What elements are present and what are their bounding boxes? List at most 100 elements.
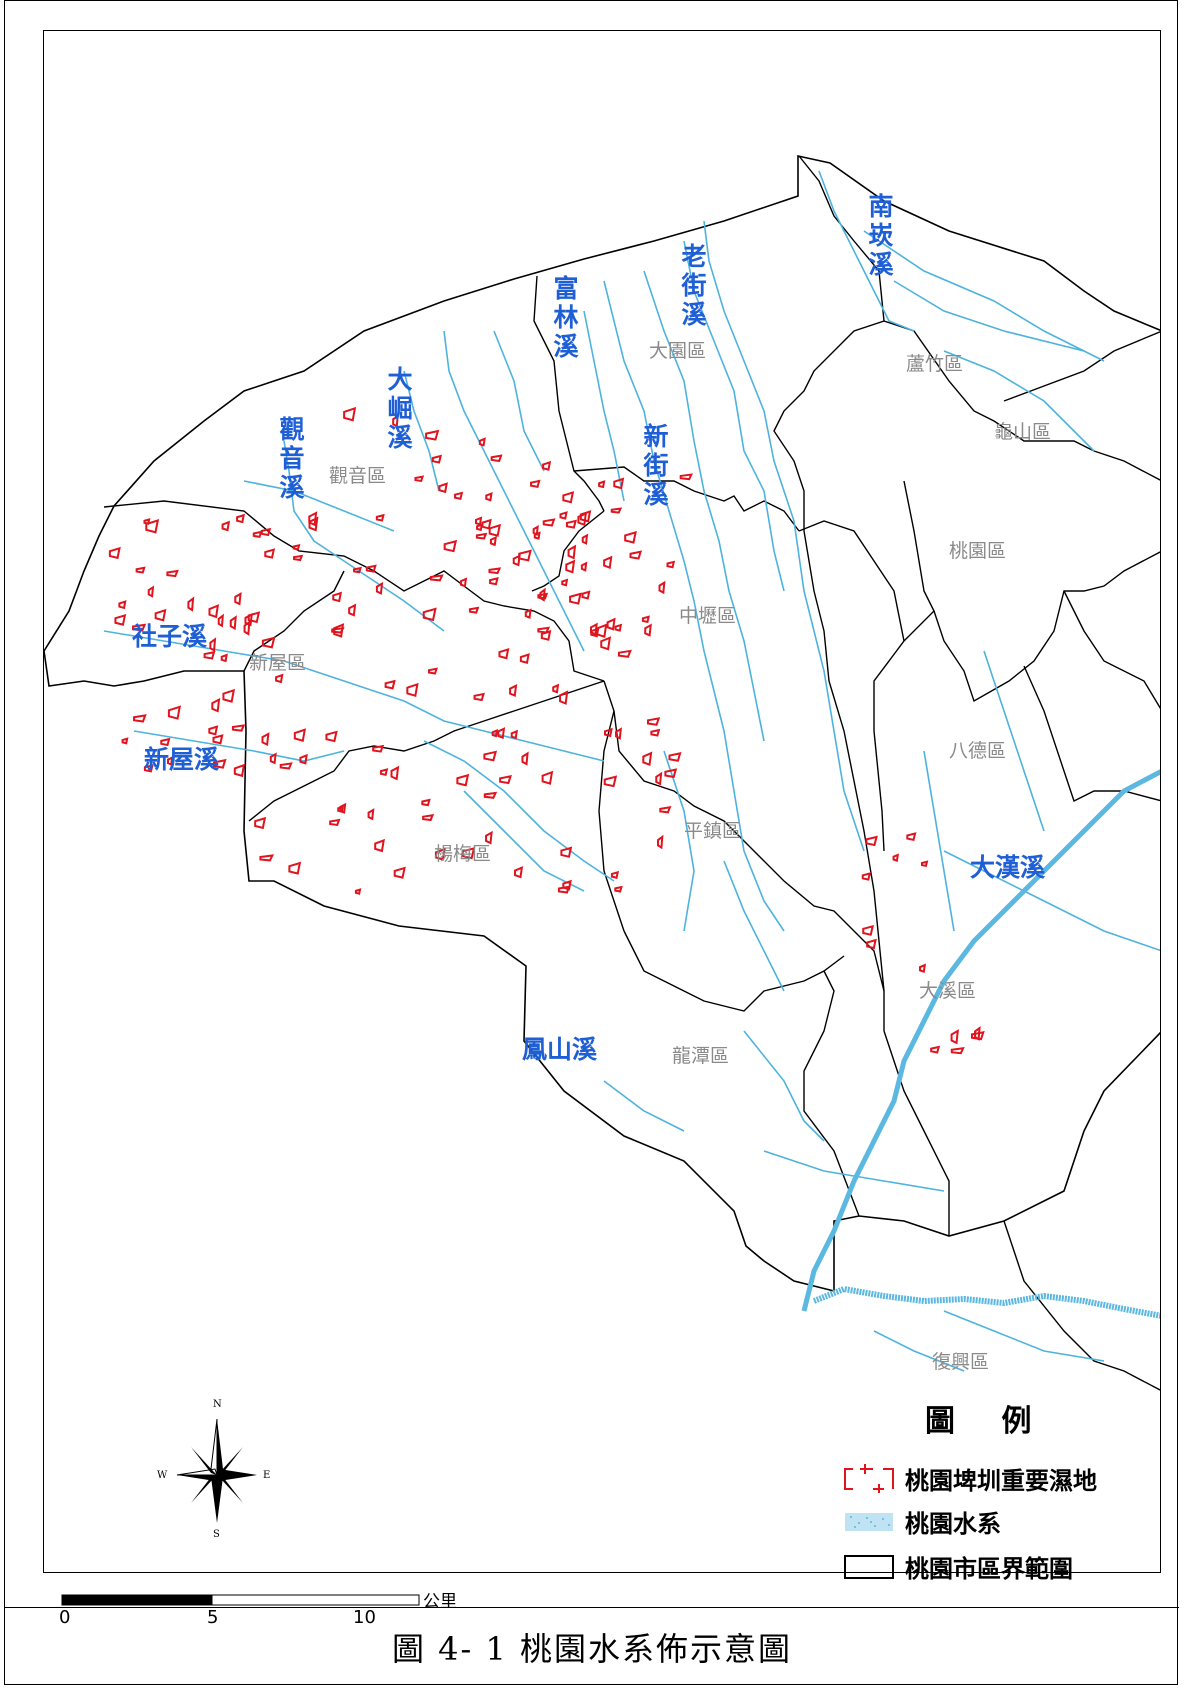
wetland-marker bbox=[456, 773, 470, 787]
figure-frame: 南崁溪 老街溪 富林溪 新街溪 大崛溪 觀音溪 社子溪 新屋溪 鳳山溪 大漢溪 … bbox=[4, 0, 1179, 1685]
legend-item-wetland: 桃園埤圳重要濕地 bbox=[843, 1461, 1097, 1495]
wetland-marker bbox=[425, 429, 440, 441]
wetland-marker bbox=[552, 683, 560, 694]
wetland-marker bbox=[614, 885, 623, 893]
wetland-marker bbox=[488, 567, 502, 575]
wetland-marker bbox=[481, 518, 492, 530]
wetland-marker bbox=[348, 603, 357, 617]
wetland-marker bbox=[532, 525, 539, 536]
wetland-marker bbox=[537, 626, 551, 634]
wetland-marker bbox=[866, 938, 877, 950]
wetland-marker bbox=[468, 606, 480, 614]
wetland-marker bbox=[299, 753, 308, 765]
wetland-marker bbox=[615, 727, 622, 740]
district-boundaries bbox=[103, 155, 1160, 1391]
wetland-marker bbox=[603, 775, 618, 788]
wetland-marker bbox=[333, 623, 345, 638]
wetland-marker bbox=[133, 714, 147, 723]
wetland-marker bbox=[414, 475, 425, 483]
wetland-marker bbox=[166, 569, 179, 578]
wetland-marker bbox=[473, 692, 485, 702]
wetland-marker bbox=[580, 561, 588, 572]
wetland-marker bbox=[510, 729, 519, 740]
river-label-shezi: 社子溪 bbox=[132, 622, 208, 651]
wetland-marker bbox=[221, 520, 231, 532]
wetland-marker bbox=[367, 808, 375, 821]
wetland-marker bbox=[679, 473, 693, 481]
southern-river bbox=[812, 1285, 1160, 1319]
wetland-marker bbox=[406, 682, 419, 697]
wetland-marker bbox=[233, 763, 246, 778]
district-label-xinwu: 新屋區 bbox=[249, 652, 307, 674]
wetland-marker bbox=[485, 830, 493, 845]
compass-n: N bbox=[213, 1399, 222, 1410]
district-label-taoyuan: 桃園區 bbox=[949, 540, 1007, 562]
wetland-marker bbox=[121, 737, 129, 745]
wetland-marker bbox=[610, 507, 623, 514]
wetland-marker bbox=[488, 523, 501, 537]
boundary-symbol-icon bbox=[843, 1551, 895, 1581]
wetland-marker bbox=[308, 511, 318, 527]
wetland-marker bbox=[422, 814, 435, 822]
wetland-marker bbox=[209, 637, 217, 653]
wetland-marker bbox=[641, 615, 650, 624]
wetland-marker bbox=[489, 577, 499, 586]
wetland-marker bbox=[427, 667, 438, 675]
wetland-marker bbox=[252, 530, 263, 538]
north-arrow-icon bbox=[171, 1411, 263, 1531]
wetland-marker bbox=[260, 527, 272, 537]
wetland-marker bbox=[603, 727, 613, 738]
legend-item-boundary: 桃園市區界範圍 bbox=[843, 1549, 1073, 1583]
map-panel: 南崁溪 老街溪 富林溪 新街溪 大崛溪 觀音溪 社子溪 新屋溪 鳳山溪 大漢溪 … bbox=[43, 30, 1161, 1573]
river-label-xinjie: 新街溪 bbox=[643, 422, 669, 509]
wetland-marker bbox=[478, 437, 486, 447]
wetland-marker bbox=[892, 853, 900, 862]
wetland-marker bbox=[509, 684, 518, 697]
river-label-fengshan: 鳳山溪 bbox=[522, 1035, 598, 1064]
wetland-marker bbox=[220, 653, 228, 663]
legend-label-water: 桃園水系 bbox=[905, 1509, 1001, 1538]
district-label-bade: 八德區 bbox=[949, 740, 1007, 762]
wetland-marker bbox=[565, 519, 577, 529]
dahan-river bbox=[801, 769, 1160, 1312]
wetland-marker bbox=[384, 679, 396, 690]
wetland-marker bbox=[208, 725, 219, 736]
wetland-marker bbox=[167, 705, 182, 720]
wetland-marker bbox=[279, 762, 293, 770]
wetland-marker bbox=[579, 510, 592, 523]
wetland-marker bbox=[603, 555, 613, 569]
wetland-marker bbox=[657, 834, 664, 850]
wetland-marker bbox=[293, 728, 307, 742]
legend-item-water: 桃園水系 bbox=[843, 1504, 1001, 1538]
wetland-marker bbox=[490, 454, 503, 463]
city-boundary bbox=[44, 155, 1160, 1293]
wetland-marker bbox=[143, 518, 151, 525]
wetland-marker bbox=[261, 636, 276, 649]
wetland-marker bbox=[434, 847, 446, 861]
wetland-marker bbox=[254, 816, 267, 830]
wetland-marker bbox=[353, 566, 363, 574]
wetland-marker bbox=[454, 491, 464, 500]
wetland-marker bbox=[581, 590, 591, 600]
wetland-marker bbox=[443, 539, 458, 553]
wetland-marker bbox=[374, 838, 385, 853]
wetland-marker bbox=[332, 591, 343, 603]
river-label-nankan: 南崁溪 bbox=[868, 192, 894, 279]
wetland-marker bbox=[920, 860, 929, 868]
scale-bar bbox=[61, 1591, 421, 1606]
wetland-marker bbox=[475, 532, 488, 540]
wetland-marker bbox=[542, 460, 552, 471]
wetland-marker bbox=[269, 752, 277, 765]
district-label-dayuan: 大園區 bbox=[649, 340, 707, 362]
wetland-marker bbox=[559, 511, 568, 520]
wetland-marker bbox=[325, 730, 338, 743]
river-label-dajue: 大崛溪 bbox=[387, 365, 413, 452]
wetland-marker bbox=[222, 688, 236, 703]
river-label-laojie: 老街溪 bbox=[681, 242, 707, 329]
wetland-marker bbox=[131, 623, 147, 632]
wetland-marker bbox=[970, 1031, 985, 1041]
wetland-marker bbox=[950, 1029, 959, 1045]
wetland-marker bbox=[461, 846, 476, 860]
wetland-marker bbox=[646, 717, 661, 726]
wetland-marker bbox=[329, 818, 341, 827]
